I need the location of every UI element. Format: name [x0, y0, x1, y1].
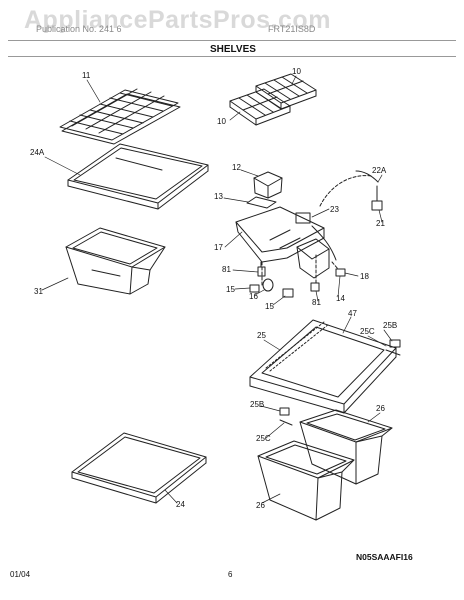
glass-shelf-24a-part[interactable] — [67, 143, 209, 210]
callout-label: 10 — [292, 67, 301, 76]
callout-label: 11 — [82, 71, 91, 80]
callout-label: 18 — [360, 272, 369, 281]
callout-label: 25B — [250, 400, 264, 409]
callout-label: 21 — [376, 219, 385, 228]
callout-label: 24 — [176, 500, 185, 509]
callout-label: 81 — [222, 265, 231, 274]
watermark-text: AppliancePartsPros.com — [24, 6, 331, 34]
publication-number: Publication No. 241 6 — [36, 24, 122, 34]
callout-label: 24A — [30, 148, 45, 157]
glass-shelf-47-part[interactable] — [249, 319, 397, 414]
glass-shelf-24-part[interactable] — [71, 432, 207, 504]
ice-tray-lower-part[interactable] — [229, 88, 291, 126]
callout-label: 26 — [256, 501, 265, 510]
shelf-bracket-25b-part[interactable] — [279, 339, 401, 426]
callout-label: 16 — [249, 292, 258, 301]
deli-drawer-left-part[interactable] — [257, 440, 355, 521]
callout-label: 17 — [214, 243, 223, 252]
section-title: SHELVES — [210, 44, 256, 55]
callout-leaders — [41, 75, 393, 504]
callout-labels: 11 10 10 24A 12 22A 13 23 21 17 81 18 15 16 15 81 14 31 47… — [30, 67, 397, 510]
callout-label: 23 — [330, 205, 339, 214]
callout-label: 14 — [336, 294, 345, 303]
callout-label: 25B — [383, 321, 397, 330]
drawing-code: N05SAAAFI16 — [356, 552, 413, 562]
callout-label: 10 — [217, 117, 226, 126]
model-number: FRT21IS8D — [268, 24, 316, 34]
revision-date: 01/04 — [10, 570, 31, 579]
header-rule-bottom — [8, 56, 456, 57]
ice-maker-assembly-part[interactable] — [235, 170, 383, 298]
callout-label: 15 — [265, 302, 274, 311]
callout-label: 81 — [312, 298, 321, 307]
callout-label: 22A — [372, 166, 387, 175]
callout-label: 25 — [257, 331, 266, 340]
wire-shelf-part[interactable] — [59, 88, 181, 145]
crisper-drawer-31-part[interactable] — [65, 227, 166, 295]
page-number: 6 — [228, 570, 233, 579]
callout-label: 15 — [226, 285, 235, 294]
callout-label: 25C — [360, 327, 375, 336]
callout-label: 26 — [376, 404, 385, 413]
callout-label: 47 — [348, 309, 357, 318]
ice-tray-upper-part[interactable] — [255, 73, 317, 110]
callout-label: 12 — [232, 163, 241, 172]
callout-label: 31 — [34, 287, 43, 296]
header-rule-top — [8, 40, 456, 41]
callout-label: 25C — [256, 434, 271, 443]
callout-label: 13 — [214, 192, 223, 201]
